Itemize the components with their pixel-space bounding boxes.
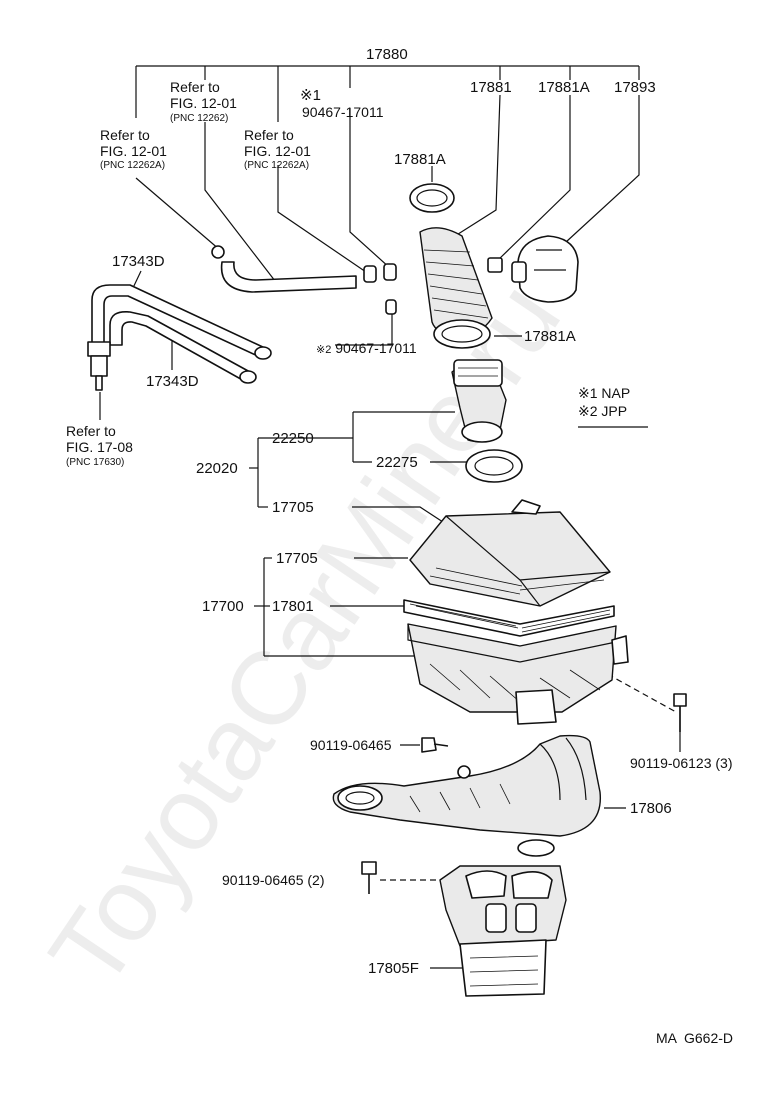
label-17881: 17881 bbox=[470, 79, 512, 96]
label-22020: 22020 bbox=[196, 460, 238, 477]
resonator-17805F-box bbox=[459, 939, 547, 997]
label-17705-a: 17705 bbox=[272, 499, 314, 516]
ref3-line3: (PNC 12262A) bbox=[244, 160, 309, 171]
note-mark-1: ※1 bbox=[300, 87, 321, 104]
ref4-line2: FIG. 17-08 bbox=[66, 439, 133, 455]
label-17893: 17893 bbox=[614, 79, 656, 96]
ref3-line2: FIG. 12-01 bbox=[244, 143, 311, 159]
legend-2: ※2 JPP bbox=[578, 403, 627, 419]
ref2-line1: Refer to bbox=[100, 127, 150, 143]
note-mark-2: ※2 bbox=[316, 344, 331, 356]
label-17700: 17700 bbox=[202, 598, 244, 615]
label-90467-b: ※2 90467-17011 bbox=[316, 340, 417, 356]
parts-artwork bbox=[87, 183, 687, 997]
labels: 17880 Refer to FIG. 12-01 (PNC 12262) ※1… bbox=[66, 46, 733, 1046]
label-22250: 22250 bbox=[272, 430, 314, 447]
label-17881A-clamp: 17881A bbox=[394, 151, 446, 168]
gasket-22275 bbox=[465, 449, 523, 483]
clamp-17881A-top bbox=[409, 183, 455, 213]
label-17343D-top: 17343D bbox=[112, 253, 165, 270]
ref2-line2: FIG. 12-01 bbox=[100, 143, 167, 159]
air-cleaner-case-17700 bbox=[407, 623, 617, 713]
legend-1: ※1 NAP bbox=[578, 385, 630, 401]
figure-code: MA G662-D bbox=[656, 1030, 733, 1046]
ref4-line3: (PNC 17630) bbox=[66, 457, 124, 468]
label-90119-06465: 90119-06465 bbox=[310, 737, 392, 753]
ref1-line3: (PNC 12262) bbox=[170, 113, 228, 124]
leader-lines bbox=[99, 65, 681, 969]
air-filter-element-17801 bbox=[403, 599, 615, 637]
ref1-line2: FIG. 12-01 bbox=[170, 95, 237, 111]
label-17881A-top: 17881A bbox=[538, 79, 590, 96]
label-17801: 17801 bbox=[272, 598, 314, 615]
hose-17343D-lower bbox=[109, 310, 251, 383]
ref2-line3: (PNC 12262A) bbox=[100, 160, 165, 171]
label-90467-a: 90467-17011 bbox=[302, 104, 384, 120]
label-17343D-bottom: 17343D bbox=[146, 373, 199, 390]
label-17881A-right: 17881A bbox=[524, 328, 576, 345]
label-90467-b-number: 90467-17011 bbox=[335, 340, 417, 356]
label-90119-06123: 90119-06123 (3) bbox=[630, 755, 732, 771]
hose-ref-12262 bbox=[220, 261, 357, 293]
ref4-line1: Refer to bbox=[66, 423, 116, 439]
label-17880: 17880 bbox=[366, 46, 408, 63]
intake-duct-17806 bbox=[332, 734, 601, 837]
bolt-90119-06465-2 bbox=[361, 861, 377, 894]
ref3-line1: Refer to bbox=[244, 127, 294, 143]
label-17806: 17806 bbox=[630, 800, 672, 817]
bolt-90119-06123 bbox=[673, 693, 687, 732]
bolt-90119-06465 bbox=[421, 737, 449, 753]
ref1-line1: Refer to bbox=[170, 79, 220, 95]
label-22275: 22275 bbox=[376, 454, 418, 471]
label-17805F: 17805F bbox=[368, 960, 419, 977]
label-17705-b: 17705 bbox=[276, 550, 318, 567]
label-90119-06465-2: 90119-06465 (2) bbox=[222, 872, 324, 888]
resonator-17893 bbox=[517, 235, 579, 303]
